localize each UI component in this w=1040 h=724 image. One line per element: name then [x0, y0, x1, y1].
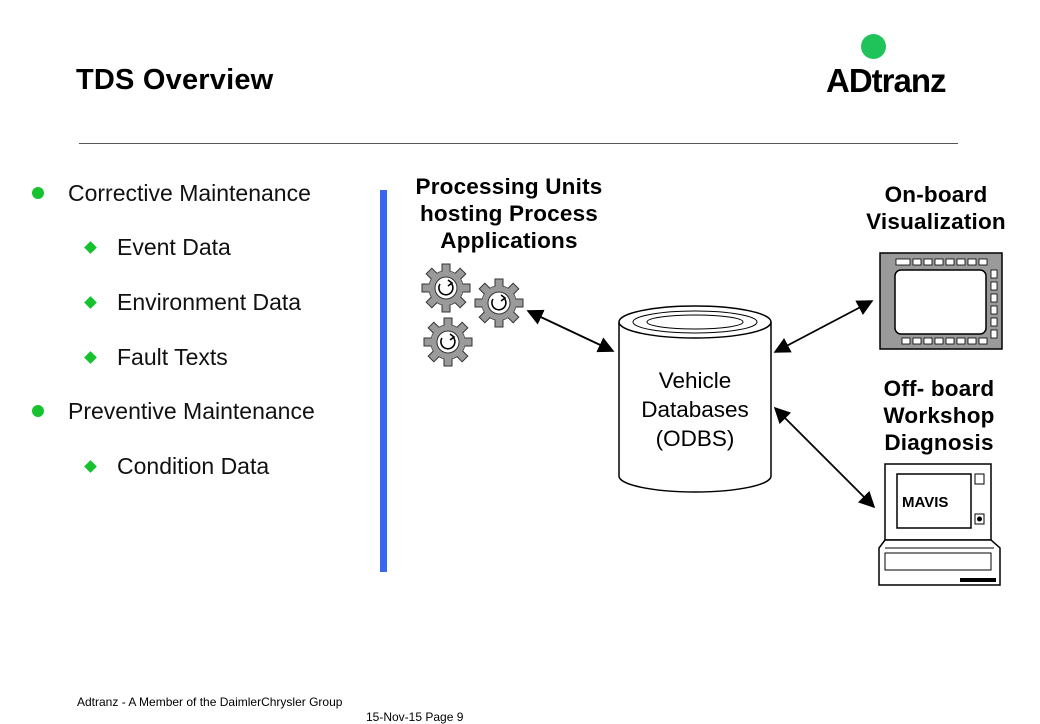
- bullet-label: Corrective Maintenance: [68, 180, 311, 206]
- round-bullet-icon: [32, 187, 44, 199]
- processing-units-line: hosting Process: [419, 201, 599, 226]
- onboard-visualization-label: On-board Visualization: [856, 181, 1016, 235]
- bullet-item: Corrective Maintenance: [32, 180, 311, 207]
- footer-date-page: 15-Nov-15 Page 9: [366, 710, 464, 724]
- arrow-database-offboard: [773, 406, 876, 509]
- offboard-line: Off- board: [883, 376, 995, 401]
- offboard-line: Diagnosis: [884, 430, 994, 455]
- gear-icon: [474, 278, 524, 328]
- offboard-line: Workshop: [883, 403, 995, 428]
- bullet-label: Preventive Maintenance: [68, 398, 315, 424]
- sub-bullet-label: Event Data: [117, 234, 231, 260]
- bullet-item: Preventive Maintenance: [32, 398, 315, 425]
- sub-bullet-label: Condition Data: [117, 453, 270, 479]
- sub-bullet-label: Fault Texts: [117, 344, 228, 370]
- title-divider: [79, 143, 958, 144]
- slide-title: TDS Overview: [76, 64, 274, 96]
- logo-text: ADtranz: [826, 62, 947, 99]
- logo-dot-icon: [861, 34, 886, 59]
- footer-company: Adtranz - A Member of the DaimlerChrysle…: [77, 695, 343, 709]
- db-line: Vehicle: [658, 368, 732, 393]
- onboard-line: On-board: [884, 182, 988, 207]
- db-line: Databases: [641, 397, 749, 422]
- processing-units-line: Applications: [440, 228, 578, 253]
- offboard-diagnosis-label: Off- board Workshop Diagnosis: [866, 375, 1012, 456]
- onboard-monitor-icon: [879, 252, 1003, 350]
- mavis-screen-label: MAVIS: [902, 494, 949, 511]
- sub-bullet-item: Event Data: [84, 234, 231, 261]
- sub-bullet-item: Condition Data: [84, 453, 270, 480]
- arrow-database-onboard: [773, 300, 874, 353]
- db-line: (ODBS): [655, 426, 735, 451]
- sub-bullet-item: Fault Texts: [84, 344, 228, 371]
- database-cylinder-icon: [618, 305, 772, 493]
- processing-units-label: Processing Units hosting Process Applica…: [404, 173, 614, 254]
- laptop-icon: [878, 463, 1001, 586]
- gear-icon: [423, 317, 473, 367]
- onboard-line: Visualization: [866, 209, 1006, 234]
- sub-bullet-item: Environment Data: [84, 289, 302, 316]
- arrow-processing-database: [526, 309, 615, 353]
- processing-units-line: Processing Units: [415, 174, 603, 199]
- vehicle-databases-label: Vehicle Databases (ODBS): [622, 366, 768, 453]
- gear-icon: [421, 263, 471, 313]
- round-bullet-icon: [32, 405, 44, 417]
- sub-bullet-label: Environment Data: [117, 289, 302, 315]
- adtranz-logo: ADtranz: [826, 34, 966, 99]
- vertical-divider-bar: [380, 190, 387, 572]
